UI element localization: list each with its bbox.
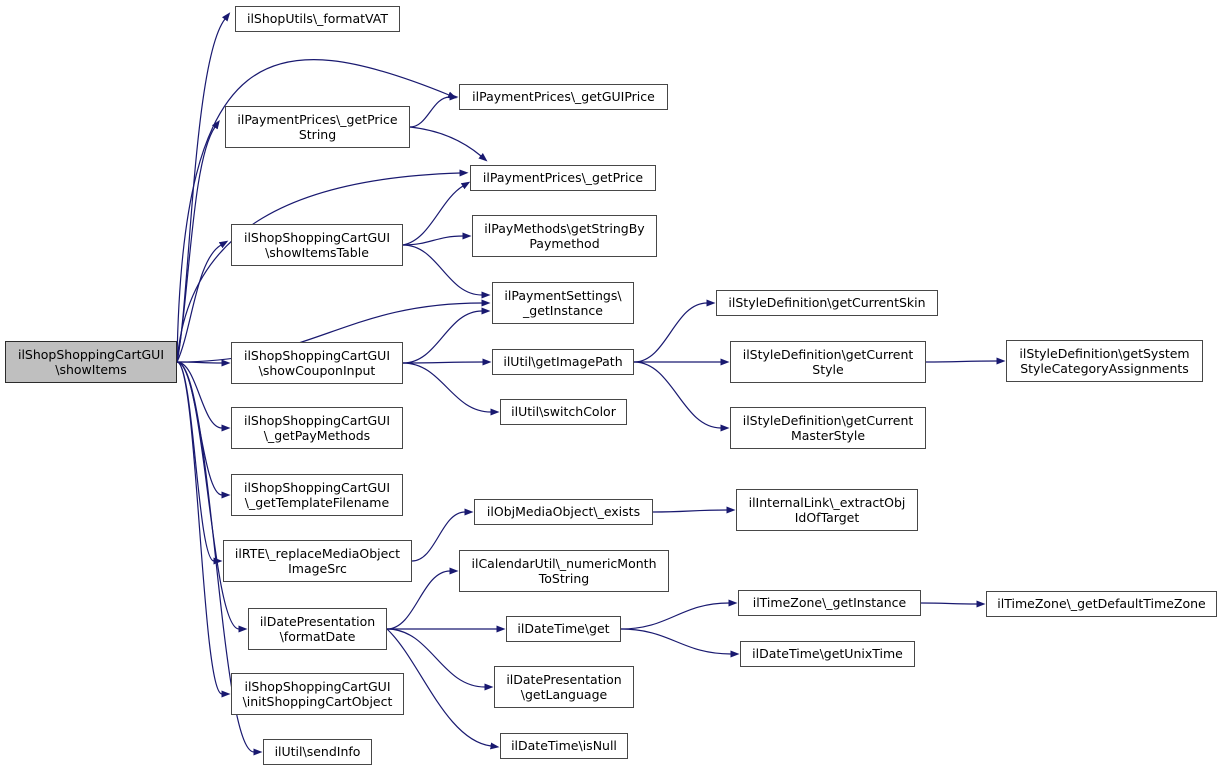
graph-node-getPrice[interactable]: ilPaymentPrices\_getPrice	[470, 165, 656, 191]
graph-node-getPriceString[interactable]: ilPaymentPrices\_getPrice String	[225, 106, 410, 148]
edge-showItems-showCouponInput	[176, 359, 231, 367]
edge-formatDate-getLanguage	[386, 628, 494, 691]
graph-node-objMediaExists[interactable]: ilObjMediaObject\_exists	[474, 499, 653, 525]
graph-node-formatVAT[interactable]: ilShopUtils\_formatVAT	[235, 6, 400, 32]
graph-node-switchColor[interactable]: ilUtil\switchColor	[500, 399, 627, 425]
graph-node-getImagePath[interactable]: ilUtil\getImagePath	[492, 349, 634, 375]
graph-node-getStringByPaymethod[interactable]: ilPayMethods\getStringBy Paymethod	[472, 215, 657, 257]
graph-node-getCurrentMasterStyle[interactable]: ilStyleDefinition\getCurrent MasterStyle	[730, 407, 926, 449]
graph-node-getGUIPrice[interactable]: ilPaymentPrices\_getGUIPrice	[459, 84, 668, 110]
edge-showItems-paymentSettingsGetInstance	[176, 299, 491, 363]
edge-showCouponInput-getImagePath	[402, 358, 492, 366]
edge-showItems-getGUIPrice	[176, 59, 457, 363]
edge-timeZoneGetInstance-getDefaultTimeZone	[920, 600, 986, 608]
graph-node-getCurrentSkin[interactable]: ilStyleDefinition\getCurrentSkin	[716, 290, 938, 316]
edge-showItemsTable-paymentSettingsGetInstance	[402, 244, 491, 299]
edge-showItems-initShoppingCartObject	[176, 361, 231, 698]
edge-dateTimeGet-getUnixTime	[620, 628, 740, 658]
edge-showCouponInput-switchColor	[402, 362, 500, 416]
graph-node-initShoppingCartObject[interactable]: ilShopShoppingCartGUI \initShoppingCartO…	[231, 673, 404, 715]
edge-getImagePath-getCurrentSkin	[633, 299, 716, 363]
graph-node-dateTimeGet[interactable]: ilDateTime\get	[506, 616, 621, 642]
edge-showItemsTable-getPrice	[402, 181, 471, 246]
graph-node-getTemplateFilename[interactable]: ilShopShoppingCartGUI \_getTemplateFilen…	[231, 474, 403, 516]
graph-node-systemStyleCategoryAssignments[interactable]: ilStyleDefinition\getSystem StyleCategor…	[1006, 340, 1203, 382]
edge-showItems-sendInfo	[176, 361, 263, 756]
graph-node-getDefaultTimeZone[interactable]: ilTimeZone\_getDefaultTimeZone	[986, 591, 1217, 617]
edge-showItemsTable-getStringByPaymethod	[402, 232, 472, 246]
edge-formatDate-isNull	[386, 628, 500, 750]
graph-node-showItems: ilShopShoppingCartGUI \showItems	[5, 341, 177, 383]
graph-node-showCouponInput[interactable]: ilShopShoppingCartGUI \showCouponInput	[231, 342, 403, 384]
graph-node-isNull[interactable]: ilDateTime\isNull	[500, 733, 628, 759]
graph-node-showItemsTable[interactable]: ilShopShoppingCartGUI \showItemsTable	[231, 224, 403, 266]
graph-node-paymentSettingsGetInstance[interactable]: ilPaymentSettings\ _getInstance	[492, 282, 634, 324]
graph-node-replaceMediaObjectImageSrc[interactable]: ilRTE\_replaceMediaObject ImageSrc	[223, 540, 412, 582]
edge-showCouponInput-paymentSettingsGetInstance	[402, 307, 491, 364]
edge-showItems-replaceMediaObjectImageSrc	[176, 361, 223, 565]
edge-getPriceString-getPrice	[409, 126, 488, 162]
edge-showItems-showItemsTable	[176, 240, 229, 363]
edge-showItems-getPrice	[176, 169, 469, 363]
graph-node-extractObjIdOfTarget[interactable]: ilInternalLink\_extractObj IdOfTarget	[736, 489, 918, 531]
edge-dateTimeGet-timeZoneGetInstance	[620, 599, 738, 630]
graph-node-timeZoneGetInstance[interactable]: ilTimeZone\_getInstance	[738, 590, 921, 616]
edge-replaceMediaObjectImageSrc-objMediaExists	[411, 508, 474, 562]
graph-node-getUnixTime[interactable]: ilDateTime\getUnixTime	[740, 641, 915, 667]
edge-getImagePath-getCurrentMasterStyle	[633, 361, 730, 432]
edge-showItems-getPayMethods	[176, 361, 231, 432]
graph-node-getCurrentStyle[interactable]: ilStyleDefinition\getCurrent Style	[730, 341, 926, 383]
edge-formatDate-numericMonthToString	[386, 567, 459, 630]
edge-objMediaExists-extractObjIdOfTarget	[652, 506, 736, 514]
graph-node-sendInfo[interactable]: ilUtil\sendInfo	[263, 739, 372, 765]
graph-node-getLanguage[interactable]: ilDatePresentation \getLanguage	[494, 666, 634, 708]
graph-node-formatDate[interactable]: ilDatePresentation \formatDate	[248, 608, 387, 650]
graph-node-numericMonthToString[interactable]: ilCalendarUtil\_numericMonth ToString	[459, 550, 669, 592]
edge-getCurrentStyle-systemStyleCategoryAssignments	[925, 357, 1006, 365]
graph-node-getPayMethods[interactable]: ilShopShoppingCartGUI \_getPayMethods	[231, 407, 403, 449]
edge-getPriceString-getGUIPrice	[409, 93, 459, 128]
